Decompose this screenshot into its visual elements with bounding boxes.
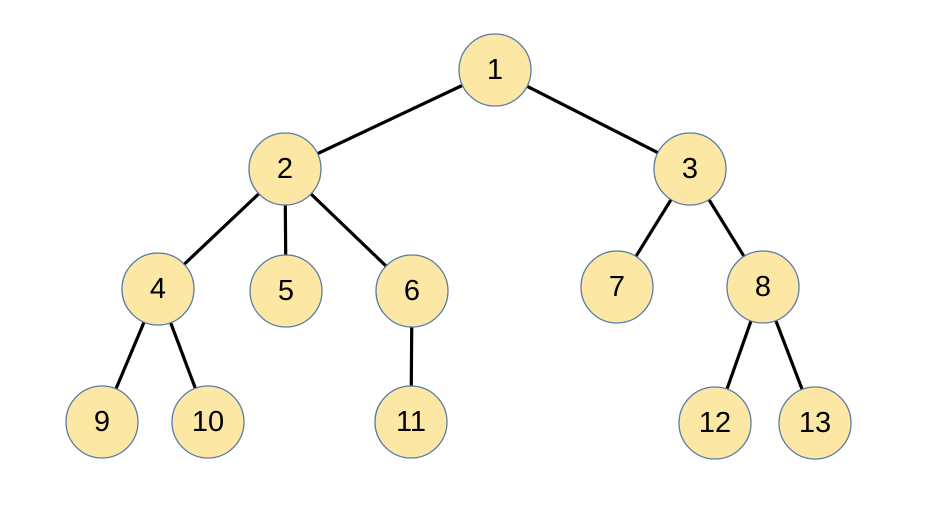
node-label: 3 (682, 153, 698, 185)
tree-node-8: 8 (726, 250, 800, 324)
node-circle (678, 386, 752, 460)
node-circle (121, 252, 195, 326)
tree-node-5: 5 (249, 254, 323, 328)
tree-node-4: 4 (121, 252, 195, 326)
node-label: 10 (192, 406, 224, 438)
node-label: 5 (278, 275, 294, 307)
tree-node-10: 10 (171, 385, 245, 459)
node-circle (778, 386, 852, 460)
node-circle (726, 250, 800, 324)
tree-node-9: 9 (65, 385, 139, 459)
node-label: 1 (487, 54, 503, 86)
node-label: 6 (404, 275, 420, 307)
node-circle (171, 385, 245, 459)
node-circle (375, 254, 449, 328)
tree-edges (100, 68, 817, 424)
node-label: 7 (609, 271, 625, 303)
node-label: 2 (277, 153, 293, 185)
tree-node-13: 13 (778, 386, 852, 460)
tree-node-2: 2 (248, 132, 322, 206)
node-circle (458, 33, 532, 107)
node-circle (653, 132, 727, 206)
node-circle (248, 132, 322, 206)
tree-node-6: 6 (375, 254, 449, 328)
node-label: 13 (799, 407, 831, 439)
node-label: 4 (150, 273, 166, 305)
tree-node-3: 3 (653, 132, 727, 206)
node-circle (65, 385, 139, 459)
tree-edge-1-2 (284, 68, 496, 171)
node-label: 11 (396, 406, 426, 438)
node-circle (374, 385, 448, 459)
node-circle (249, 254, 323, 328)
node-label: 8 (755, 271, 771, 303)
tree-node-7: 7 (580, 250, 654, 324)
tree-node-1: 1 (458, 33, 532, 107)
node-label: 12 (699, 407, 731, 439)
tree-node-11: 11 (374, 385, 448, 459)
node-circle (580, 250, 654, 324)
tree-node-12: 12 (678, 386, 752, 460)
node-label: 9 (94, 406, 110, 438)
